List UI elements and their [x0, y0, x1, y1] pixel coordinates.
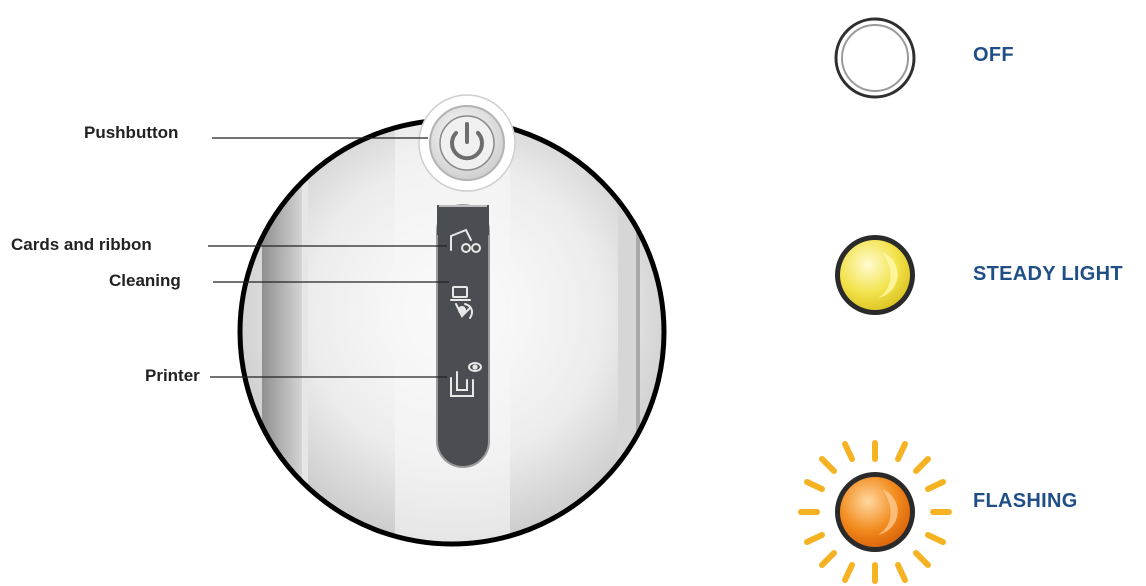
off-state-label: OFF: [973, 44, 1014, 66]
callout-lines: [208, 137, 449, 378]
magnified-panel: [240, 120, 664, 544]
flashing-state-label: FLASHING: [973, 490, 1078, 512]
steady-light-state-label: STEADY LIGHT: [973, 263, 1123, 285]
off-indicator: [834, 17, 916, 99]
printer-label: Printer: [145, 366, 200, 385]
cards-and-ribbon-label: Cards and ribbon: [11, 235, 152, 254]
flashing-indicator: [798, 440, 952, 584]
pushbutton-label: Pushbutton: [84, 123, 179, 142]
sun-rays: [798, 440, 952, 584]
pushbutton[interactable]: [418, 94, 516, 192]
cleaning-label: Cleaning: [109, 271, 181, 290]
cards-ribbon-icon: [450, 228, 481, 253]
printer-icon: [450, 362, 482, 397]
cleaning-icon: [450, 286, 474, 319]
power-icon: [450, 122, 484, 161]
steady-light-indicator: [835, 235, 915, 315]
